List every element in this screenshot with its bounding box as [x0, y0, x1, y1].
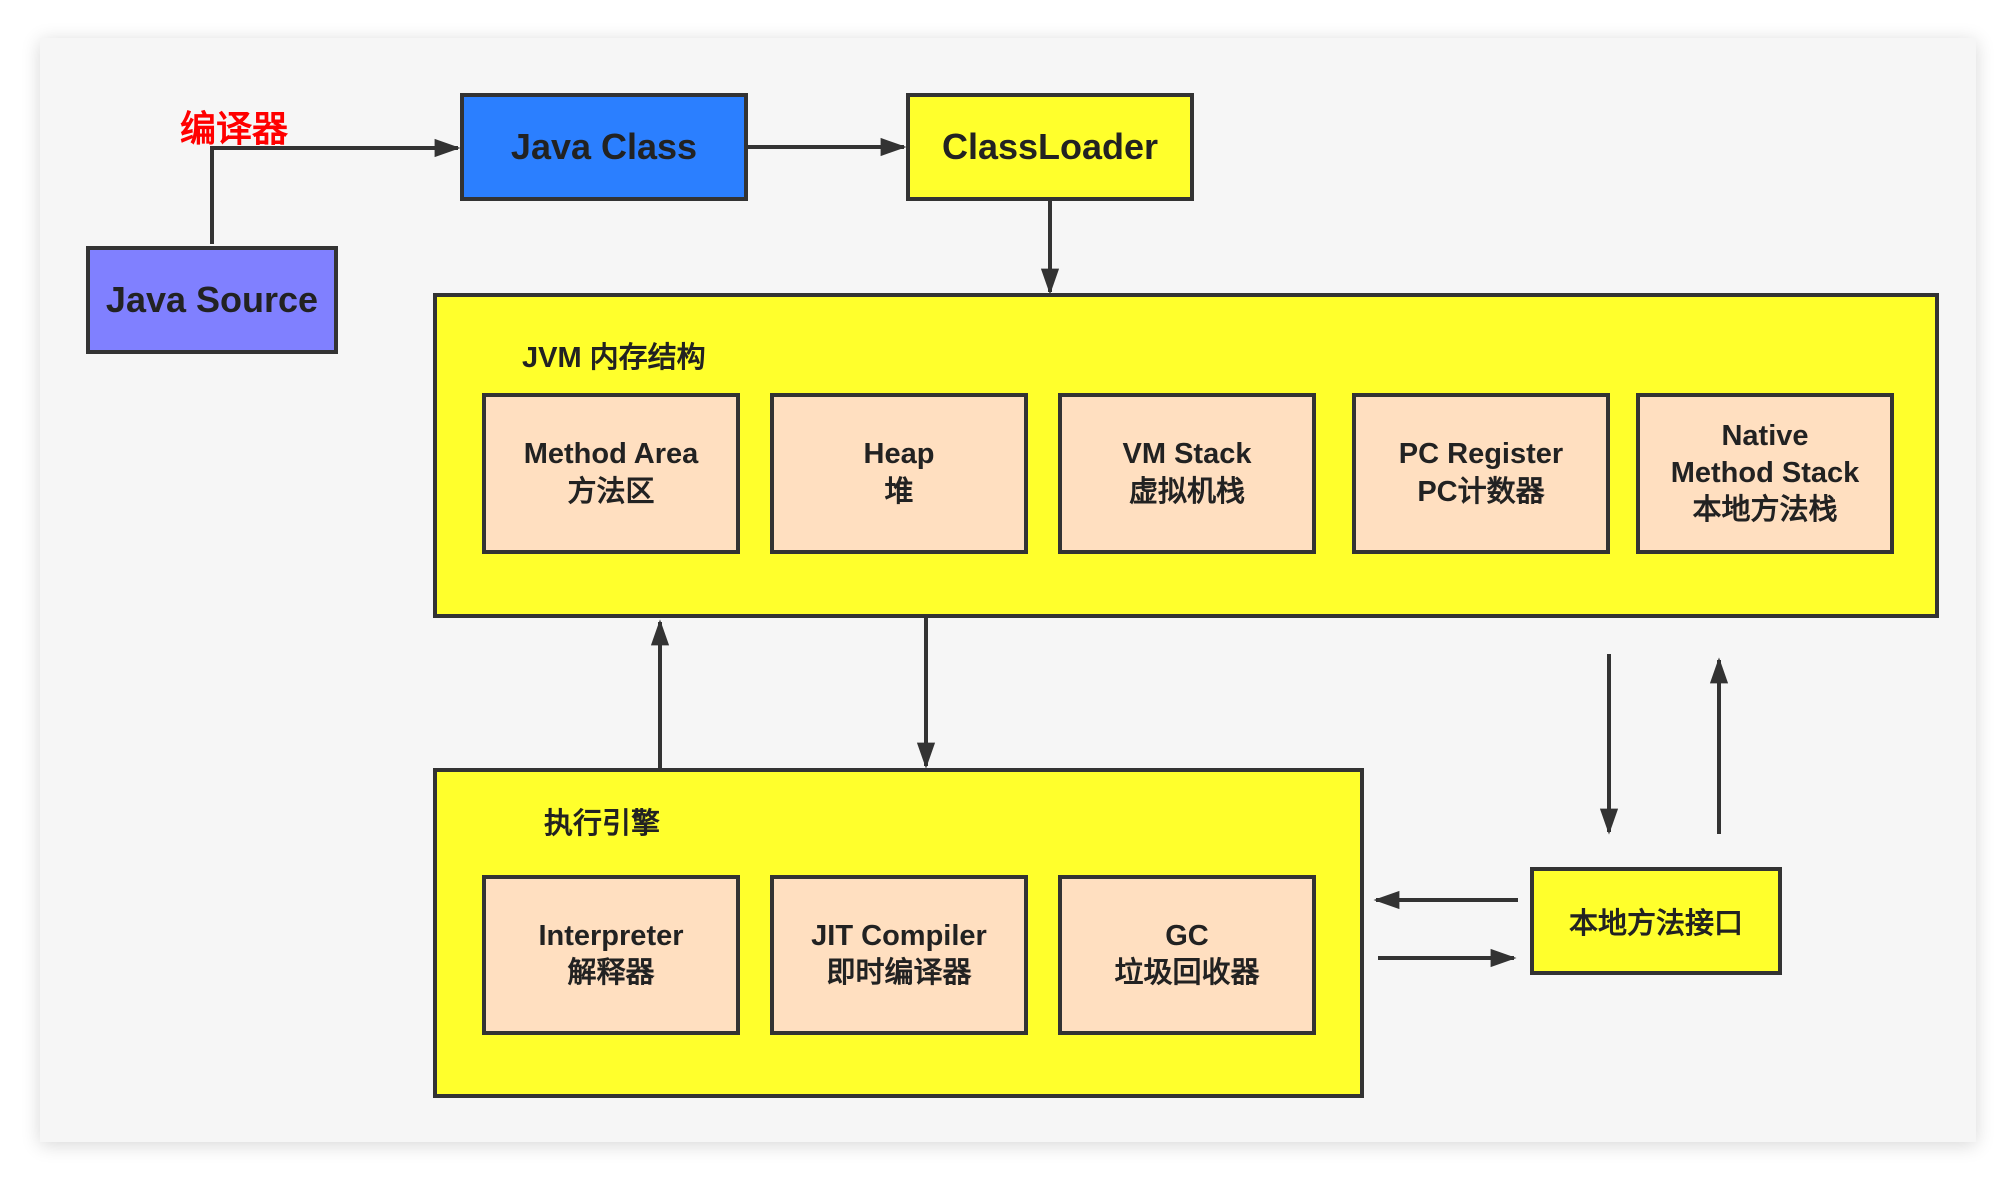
engine-part-line: GC [1165, 919, 1209, 952]
engine-part-line: Interpreter [538, 919, 684, 952]
engine-part-line: JIT Compiler [811, 919, 987, 952]
classloader-label: ClassLoader [941, 126, 1159, 167]
engine-part-line: 即时编译器 [826, 957, 972, 989]
memory-area-line: 方法区 [567, 475, 655, 508]
java-class-label: Java Class [510, 126, 698, 167]
engine-part-jit-compiler: JIT Compiler 即时编译器 [770, 875, 1028, 1035]
memory-area-line: 堆 [884, 475, 914, 508]
memory-area-line: 虚拟机栈 [1128, 475, 1245, 508]
memory-area-line: PC计数器 [1417, 475, 1545, 508]
engine-part-line: 解释器 [567, 957, 655, 989]
engine-part-gc: GC 垃圾回收器 [1058, 875, 1316, 1035]
native-interface-node: 本地方法接口 [1530, 867, 1782, 975]
compiler-label: 编译器 [180, 108, 289, 149]
classloader-node: ClassLoader [906, 93, 1194, 201]
memory-area-line: Method Stack [1670, 456, 1860, 489]
memory-area-vm-stack: VM Stack 虚拟机栈 [1058, 393, 1316, 554]
engine-part-interpreter: Interpreter 解释器 [482, 875, 740, 1035]
memory-area-line: VM Stack [1122, 438, 1252, 471]
java-source-label: Java Source [105, 279, 319, 320]
native-interface-label: 本地方法接口 [1568, 908, 1743, 940]
memory-area-line: 本地方法栈 [1692, 494, 1838, 527]
memory-area-line: PC Register [1398, 438, 1564, 471]
memory-area-method-area: Method Area 方法区 [482, 393, 740, 554]
memory-area-heap: Heap 堆 [770, 393, 1028, 554]
engine-part-line: 垃圾回收器 [1114, 957, 1260, 989]
memory-area-line: Method Area [523, 438, 699, 471]
arrow-source-to-class [210, 138, 461, 244]
execution-engine-title: 执行引擎 [544, 808, 661, 840]
memory-area-line: Heap [863, 438, 935, 471]
java-source-node: Java Source [86, 246, 338, 354]
memory-area-native-method-stack: Native Method Stack 本地方法栈 [1636, 393, 1894, 554]
jvm-memory-title: JVM 内存结构 [522, 342, 706, 374]
memory-area-pc-register: PC Register PC计数器 [1352, 393, 1610, 554]
memory-area-line: Native [1721, 419, 1809, 452]
java-class-node: Java Class [460, 93, 748, 201]
